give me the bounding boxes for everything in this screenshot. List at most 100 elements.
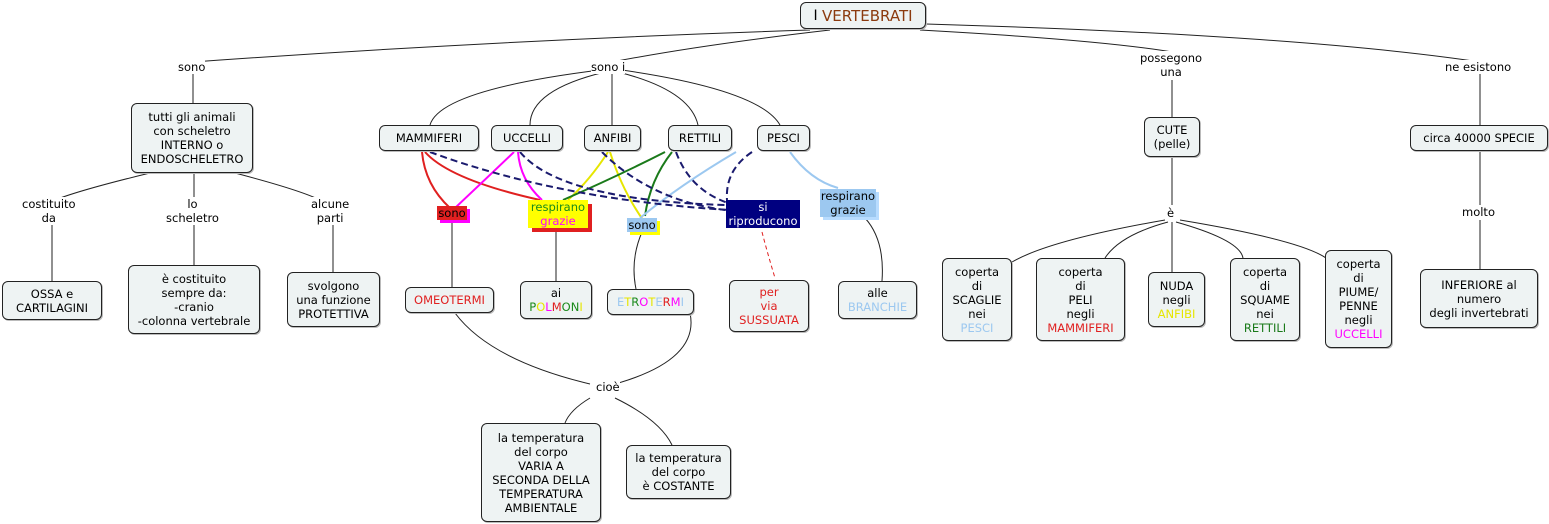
letter: O — [536, 300, 546, 314]
tag-text: riproducono — [728, 214, 798, 228]
node-text: la temperatura — [497, 430, 585, 445]
link-text: costituito — [22, 197, 76, 211]
node-text: PELI — [1068, 292, 1093, 307]
letter: T — [624, 295, 632, 309]
tag-sono-red[interactable]: sono — [437, 206, 467, 220]
node-cute[interactable]: CUTE(pelle) — [1144, 117, 1200, 157]
tag-sono-blue[interactable]: sono — [627, 218, 657, 232]
node-rettili[interactable]: RETTILI — [668, 125, 732, 151]
letter: M — [551, 300, 562, 314]
link-cioe: cioè — [596, 380, 620, 394]
link-text: parti — [316, 211, 344, 225]
letter: R — [631, 295, 640, 309]
node-text: la temperatura — [635, 451, 722, 465]
node-text: ANFIBI — [1157, 306, 1196, 321]
link-e: è — [1167, 206, 1175, 220]
tag-text: respirano — [820, 189, 876, 203]
etrotermi-word: ETROTERMI — [617, 295, 684, 309]
node-text: PENNE — [1339, 299, 1378, 313]
tag-text: grazie — [540, 214, 576, 228]
letter: L — [545, 300, 552, 314]
letter: N — [570, 300, 580, 314]
node-text: negli — [1344, 313, 1373, 327]
letter: E — [655, 295, 663, 309]
node-text: di — [971, 278, 983, 293]
link-molto: molto — [1462, 205, 1495, 219]
node-etrotermi[interactable]: ETROTERMI — [607, 289, 694, 315]
node-text: CUTE — [1156, 123, 1188, 137]
node-uccelli[interactable]: UCCELLI — [491, 125, 563, 151]
node-text: SECONDA DELLA — [492, 472, 590, 487]
letter: O — [639, 295, 649, 309]
letter: I — [680, 295, 685, 309]
link-text: possegono — [1140, 51, 1203, 65]
link-text: da — [41, 211, 56, 225]
node-text: TEMPERATURA — [499, 486, 583, 501]
node-text: MAMMIFERI — [1047, 320, 1114, 335]
node-text: negli — [1162, 292, 1191, 307]
node-specie[interactable]: circa 40000 SPECIE — [1410, 125, 1548, 151]
node-text: UCCELLI — [1334, 327, 1383, 341]
node-text: nei — [968, 306, 986, 321]
node-mammiferi[interactable]: MAMMIFERI — [379, 125, 479, 151]
node-text: -cranio — [174, 299, 214, 314]
node-pesci[interactable]: PESCI — [757, 125, 810, 151]
node-anfibi[interactable]: ANFIBI — [584, 125, 641, 151]
node-text: con scheletro — [153, 124, 231, 138]
node-text: RETTILI — [1243, 320, 1287, 335]
node-text: coperta — [1058, 264, 1103, 279]
link-text: alcune — [311, 197, 350, 211]
node-text: sempre da: — [161, 285, 227, 300]
node-text: INTERNO o — [160, 138, 224, 152]
node-text: degli invertebrati — [1429, 305, 1529, 320]
root-node-vertebrati[interactable]: I VERTEBRATI — [800, 2, 926, 29]
node-text: del corpo — [651, 465, 706, 479]
node-text: di — [1259, 278, 1271, 293]
node-text: tutti gli animali — [148, 110, 236, 124]
title-prefix: I — [813, 7, 818, 24]
node-text: INFERIORE al — [1441, 277, 1517, 292]
node-text: negli — [1066, 306, 1095, 321]
node-text: coperta — [954, 264, 1000, 279]
tag-text: grazie — [830, 203, 866, 217]
node-text: SUSSUATA — [739, 313, 799, 327]
node-text: OSSA e — [30, 286, 74, 301]
node-text: AMBIENTALE — [504, 500, 578, 515]
node-text: -colonna vertebrale — [137, 313, 251, 328]
tag-text: si — [758, 200, 768, 214]
letter: P — [529, 300, 537, 314]
node-text: BRANCHIE — [847, 300, 908, 314]
node-omeotermi[interactable]: OMEOTERMI — [405, 287, 494, 313]
link-text: una — [1160, 65, 1182, 79]
node-text: ai — [550, 286, 562, 300]
node-text: del corpo — [514, 444, 568, 459]
node-polmoni[interactable]: ai POLMONI — [520, 281, 592, 319]
link-ne-esistono: ne esistono — [1445, 60, 1512, 74]
node-text: alle — [867, 286, 888, 300]
node-text: nei — [1256, 306, 1274, 321]
node-text: di — [1075, 278, 1086, 293]
node-text: ENDOSCHELETRO — [140, 152, 244, 166]
node-text: VARIA A — [518, 458, 564, 473]
